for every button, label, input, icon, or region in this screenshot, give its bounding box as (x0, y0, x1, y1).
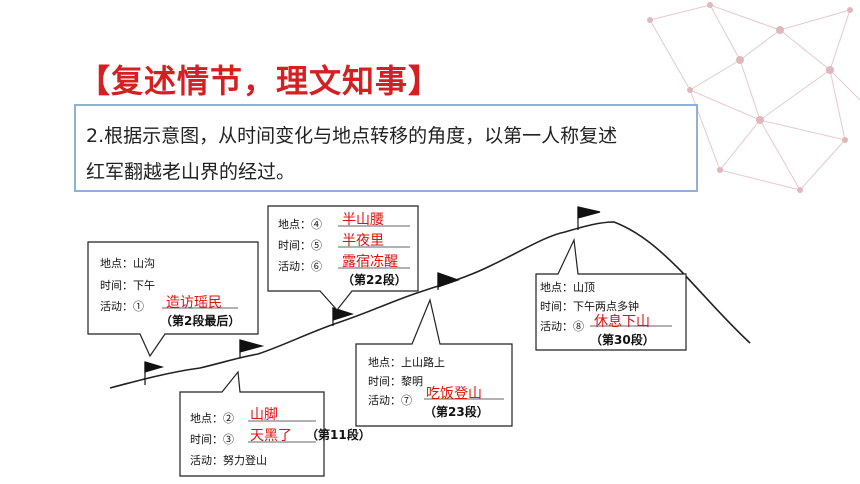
box4-paragraph: （第23段） (424, 405, 489, 419)
decorative-network-graphic (647, 2, 860, 193)
box4-time: 时间：黎明 (368, 375, 423, 388)
box2-time-answer: 天黑了 (250, 428, 292, 444)
box2-activity: 活动：努力登山 (190, 454, 267, 467)
box3-paragraph: （第22段） (342, 273, 407, 287)
question-line-1: 2.根据示意图，从时间变化与地点转移的角度，以第一人称复述 (86, 125, 618, 147)
box2-place-answer: 山脚 (250, 407, 278, 423)
box3-place-answer: 半山腰 (342, 212, 384, 228)
box5-activity-answer: 休息下山 (594, 314, 650, 330)
box1-place: 地点：山沟 (100, 257, 155, 270)
box1-paragraph: （第2段最后） (160, 314, 241, 328)
box2-time: 时间：③ (190, 433, 234, 446)
box3-activity-answer: 露宿冻醒 (342, 254, 398, 270)
box3-time-answer: 半夜里 (342, 233, 384, 249)
box2-place: 地点：② (190, 412, 234, 425)
box1-activity: 活动：① (100, 300, 144, 313)
box3-activity: 活动：⑥ (278, 260, 322, 273)
box5-place: 地点：山顶 (540, 281, 595, 294)
box4-place: 地点：上山路上 (368, 356, 445, 369)
box2-paragraph: （第11段） (306, 428, 371, 442)
box3-time: 时间：⑤ (278, 239, 322, 252)
box5-paragraph: （第30段） (590, 333, 655, 347)
box3-place: 地点：④ (278, 218, 322, 231)
box1-activity-answer: 造访瑶民 (166, 295, 222, 311)
box4-activity: 活动：⑦ (368, 394, 412, 407)
box4-activity-answer: 吃饭登山 (426, 386, 482, 402)
question-line-2: 红军翻越老山界的经过。 (86, 161, 296, 183)
box1-time: 时间：下午 (100, 279, 155, 292)
box5-activity: 活动：⑧ (540, 320, 584, 333)
question-box: 2.根据示意图，从时间变化与地点转移的角度，以第一人称复述 红军翻越老山界的经过… (74, 104, 698, 192)
box5-time: 时间：下午两点多钟 (540, 300, 639, 313)
mountain-outline (109, 221, 751, 389)
section-title: 【复述情节，理文知事】 (78, 62, 442, 100)
